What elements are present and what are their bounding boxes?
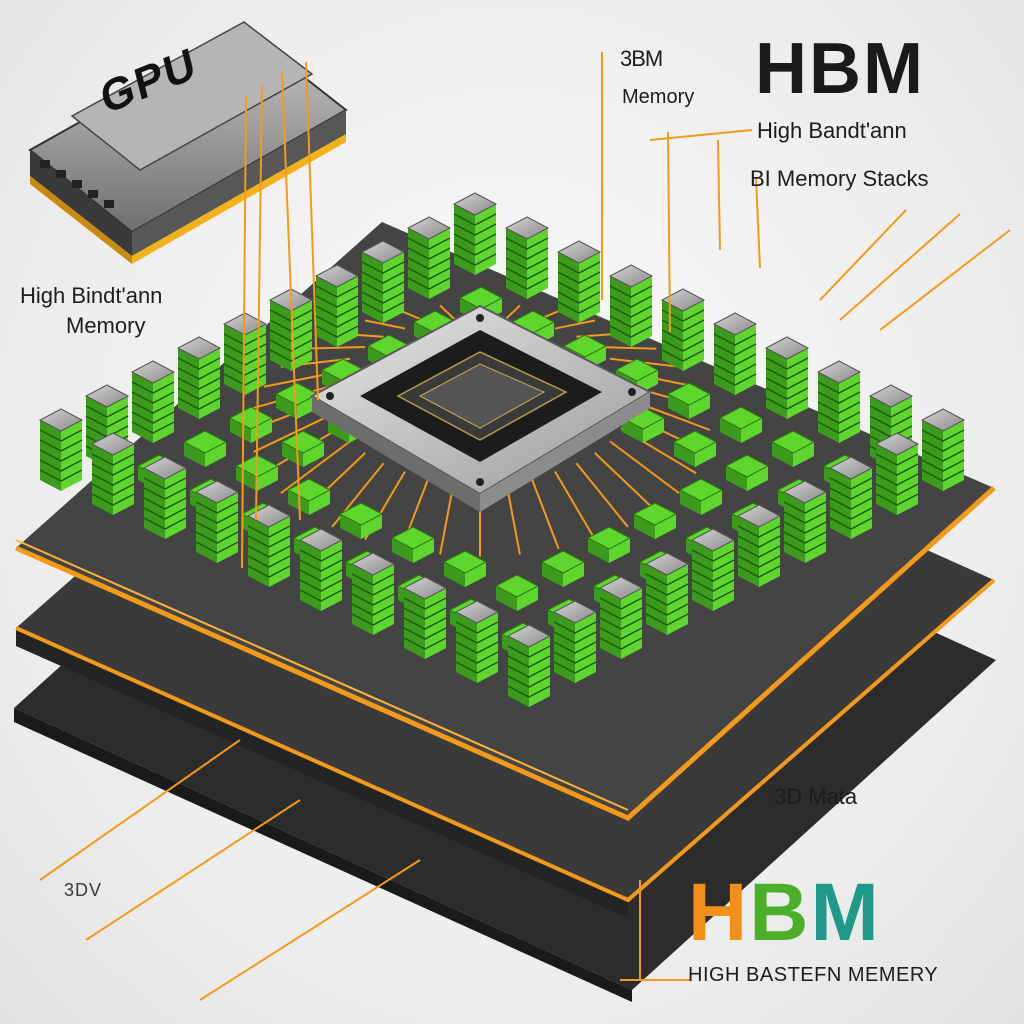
memory-stack-icon [494, 574, 540, 611]
memory-stack-icon [556, 240, 602, 323]
memory-stack-icon [724, 454, 770, 491]
memory-stack-icon [678, 478, 724, 515]
memory-stack-icon [712, 312, 758, 395]
memory-stack-icon [764, 336, 810, 419]
memory-stack-icon [620, 406, 666, 443]
memory-stack-icon [586, 526, 632, 563]
memory-stack-icon [540, 550, 586, 587]
memory-stack-icon [176, 336, 222, 419]
memory-stack-icon [506, 624, 552, 707]
memory-stack-icon [442, 550, 488, 587]
gpu-card-icon [28, 21, 348, 569]
top-memory-label: Memory [622, 86, 695, 108]
high-bandwidth-label-top: High Bandt'ann [757, 118, 907, 143]
memory-stack-icon [816, 360, 862, 443]
memory-stack-icon [920, 408, 966, 491]
hbm-brand-logo: HBM [688, 866, 881, 960]
memory-stack-icon [90, 432, 136, 515]
memory-stack-icon [338, 502, 384, 539]
top-code-label: 3BM [620, 46, 663, 71]
memory-stack-icon [874, 432, 920, 515]
memory-stack-icon [142, 456, 188, 539]
memory-stack-icon [406, 216, 452, 299]
memory-stack-icon [552, 600, 598, 683]
footer-caption: HIGH BASTEFN MEMERY [688, 964, 939, 986]
memory-stack-icon [38, 408, 84, 491]
brand-letter-m: M [810, 867, 881, 958]
memory-stack-icon [644, 552, 690, 635]
memory-stack-icon [770, 430, 816, 467]
memory-stack-icon [454, 600, 500, 683]
memory-stacks-label: BI Memory Stacks [750, 166, 929, 191]
3d-label-right: 3D Mata [774, 784, 858, 809]
memory-stack-icon [314, 264, 360, 347]
memory-stack-icon [350, 552, 396, 635]
memory-stack-icon [782, 480, 828, 563]
memory-stack-icon [452, 192, 498, 275]
memory-label-left: Memory [66, 313, 146, 338]
memory-stack-icon [504, 216, 550, 299]
3d-label-left: 3DV [64, 880, 103, 900]
leader-lines [39, 52, 1011, 1001]
memory-stack-icon [402, 576, 448, 659]
memory-stack-icon [672, 430, 718, 467]
memory-stack-icon [608, 264, 654, 347]
processor-die-icon [309, 304, 653, 512]
page-title: HBM [755, 29, 925, 109]
memory-stack-icon [194, 480, 240, 563]
memory-stack-icon [298, 528, 344, 611]
memory-stack-icon [130, 360, 176, 443]
brand-letter-h: H [688, 867, 750, 958]
memory-stack-icon [360, 240, 406, 323]
memory-stack-icon [660, 288, 706, 371]
memory-stack-icon [632, 502, 678, 539]
memory-stacks [38, 192, 966, 707]
high-bandwidth-label-left: High Bindt'ann [20, 283, 163, 308]
memory-stack-icon [666, 382, 712, 419]
memory-stack-icon [718, 406, 764, 443]
memory-stack-icon [246, 504, 292, 587]
memory-stack-icon [828, 456, 874, 539]
memory-stack-icon [182, 430, 228, 467]
memory-stack-icon [390, 526, 436, 563]
memory-stack-icon [598, 576, 644, 659]
memory-stack-icon [736, 504, 782, 587]
brand-letter-b: B [749, 867, 811, 958]
memory-stack-icon [690, 528, 736, 611]
